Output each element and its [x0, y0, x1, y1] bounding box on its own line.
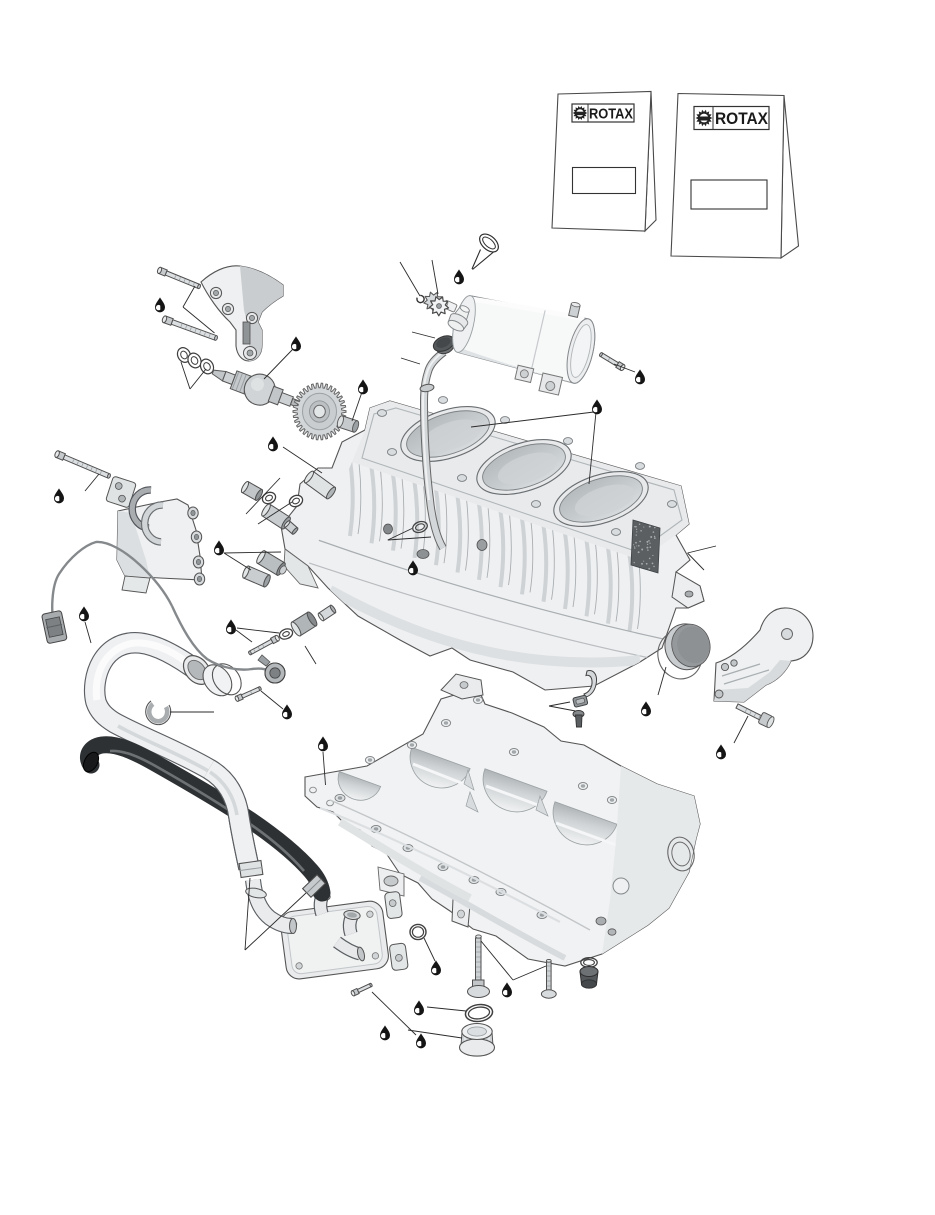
svg-text:ROTAX: ROTAX: [589, 107, 633, 123]
svg-text:ROTAX: ROTAX: [715, 109, 769, 128]
